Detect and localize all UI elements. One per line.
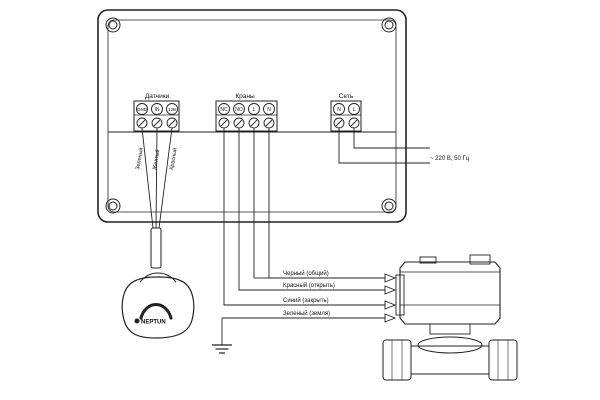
svg-text:IN: IN [155, 107, 160, 113]
ground-icon [212, 344, 232, 354]
svg-text:L: L [353, 107, 356, 113]
mains-supply-label: ~ 220 В, 50 Гц [430, 156, 470, 162]
terminal-n: N [263, 103, 275, 129]
valve-wire-black-label: Черный (общий) [283, 270, 329, 277]
terminal-nc: NC [218, 103, 230, 129]
mains-label: Сеть [339, 93, 354, 100]
valve-wires [221, 128, 385, 345]
terminal-12b: 12B [166, 103, 178, 129]
terminal-gnd: GND [136, 103, 148, 129]
valves-label: Краны [235, 93, 255, 100]
terminal-in: IN [151, 103, 163, 129]
svg-text:GND: GND [137, 107, 148, 112]
sensor-brand-label: NEPTUN [141, 320, 166, 326]
mains-terminal-block: N L [330, 100, 362, 132]
terminal-mains-l: L [348, 103, 360, 129]
valve-wire-blue-label: Синий (закрыть) [283, 297, 329, 304]
sensors-label: Датчики [145, 93, 170, 100]
screw-hole [381, 17, 397, 33]
svg-text:N: N [267, 107, 271, 113]
terminal-l: L [248, 103, 260, 129]
svg-text:12B: 12B [168, 107, 176, 112]
screw-hole [105, 198, 121, 214]
sensor-wire-yellow-label: Желтый [151, 149, 161, 171]
screw-hole [381, 198, 397, 214]
valve-wire-green-label: Зеленый (земля) [283, 310, 330, 317]
valve-terminal-block: NC NO L N [215, 100, 278, 132]
svg-text:NC: NC [220, 107, 228, 113]
sensor-wire-red-label: Красный [168, 147, 179, 170]
terminal-mains-n: N [333, 103, 345, 129]
connector-arrows [384, 273, 397, 323]
svg-text:NO: NO [235, 107, 243, 113]
valve-wire-red-label: Красный (открыть) [283, 282, 335, 289]
svg-text:N: N [337, 107, 341, 113]
neptun-logo-icon [134, 318, 140, 324]
terminal-no: NO [233, 103, 245, 129]
sensor-wire-green-label: Зеленый [134, 147, 145, 170]
sensor-terminal-block: GND IN 12B [133, 100, 180, 132]
mains-wires [338, 128, 430, 164]
svg-text:L: L [253, 107, 256, 113]
screw-hole [105, 17, 121, 33]
sensor-wires [141, 127, 173, 229]
control-box [97, 9, 407, 223]
motorized-valve [382, 254, 518, 381]
leak-sensor: NEPTUN [121, 227, 195, 339]
